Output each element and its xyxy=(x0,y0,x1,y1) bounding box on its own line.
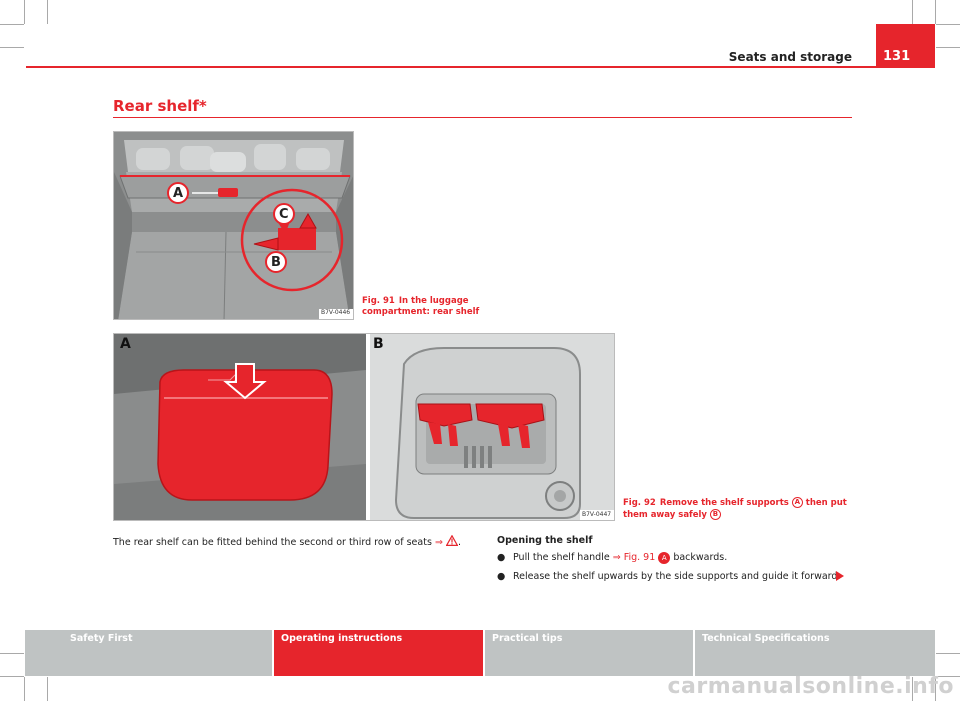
callout-b: B xyxy=(271,255,281,270)
panel-a-label: A xyxy=(120,336,131,352)
crop-mark xyxy=(24,0,25,24)
caption-text: Remove the shelf supports xyxy=(659,498,789,508)
crop-mark xyxy=(935,0,936,24)
crop-mark xyxy=(0,676,24,677)
bullet-text: Release the shelf upwards by the side su… xyxy=(513,571,841,582)
warning-reference-link[interactable]: ⇒ xyxy=(434,534,459,548)
caption-label: Fig. 92 xyxy=(623,498,656,508)
page-number: 131 xyxy=(876,24,935,68)
crop-mark xyxy=(935,677,936,701)
callout-c: C xyxy=(279,207,289,222)
caption-ref-a: A xyxy=(791,497,803,508)
crop-mark xyxy=(912,0,913,24)
header-rule xyxy=(26,66,876,68)
running-header: Seats and storage xyxy=(728,50,852,64)
caption-ref-b: B xyxy=(709,509,721,520)
sub-heading: Opening the shelf xyxy=(497,535,593,546)
intro-text: The rear shelf can be fitted behind the … xyxy=(113,537,432,548)
crop-mark xyxy=(936,676,960,677)
watermark: carmanualsonline.info xyxy=(667,674,954,699)
bullet-text: backwards. xyxy=(670,552,728,563)
callout-a-badge: A xyxy=(658,551,671,564)
caption-text: In the luggage compartment: rear shelf xyxy=(362,296,480,317)
shelf-supports-illustration xyxy=(114,334,614,520)
intro-paragraph: The rear shelf can be fitted behind the … xyxy=(113,534,461,548)
crop-mark xyxy=(936,24,960,25)
bullet-text: Pull the shelf handle xyxy=(513,552,613,563)
figure-reference-link[interactable]: ⇒ Fig. 91 xyxy=(612,552,656,563)
figure-92-image: A B B7V-0447 xyxy=(113,333,615,521)
crop-mark xyxy=(912,677,913,701)
section-title: Rear shelf* xyxy=(113,97,207,115)
bullet-dot: ● xyxy=(497,571,506,582)
tab-operating-instructions[interactable]: Operating instructions xyxy=(274,630,483,676)
continue-arrow-icon xyxy=(836,571,844,581)
figure-91-image: A C B B7V-0446 xyxy=(113,131,354,320)
caption-label: Fig. 91 xyxy=(362,296,395,306)
figure-code: B7V-0446 xyxy=(321,309,351,316)
crop-mark xyxy=(24,677,25,701)
bullet-dot: ● xyxy=(497,552,506,563)
caption-text: then put them away safely xyxy=(623,498,847,520)
section-rule xyxy=(113,117,852,118)
tab-safety-first[interactable]: Safety First xyxy=(25,630,272,676)
warning-triangle-icon xyxy=(445,534,459,546)
crop-mark xyxy=(936,653,960,654)
crop-mark xyxy=(47,0,48,24)
tab-technical-specifications[interactable]: Technical Specifications xyxy=(695,630,935,676)
crop-mark xyxy=(47,677,48,701)
crop-mark xyxy=(0,653,24,654)
crop-mark xyxy=(936,47,960,48)
callout-a: A xyxy=(173,186,184,201)
panel-b-label: B xyxy=(373,336,384,352)
figure-code: B7V-0447 xyxy=(582,511,612,518)
luggage-compartment-illustration xyxy=(114,132,353,319)
reference-arrow: ⇒ xyxy=(434,537,443,548)
tab-practical-tips[interactable]: Practical tips xyxy=(485,630,693,676)
crop-mark xyxy=(0,47,24,48)
crop-mark xyxy=(0,24,24,25)
